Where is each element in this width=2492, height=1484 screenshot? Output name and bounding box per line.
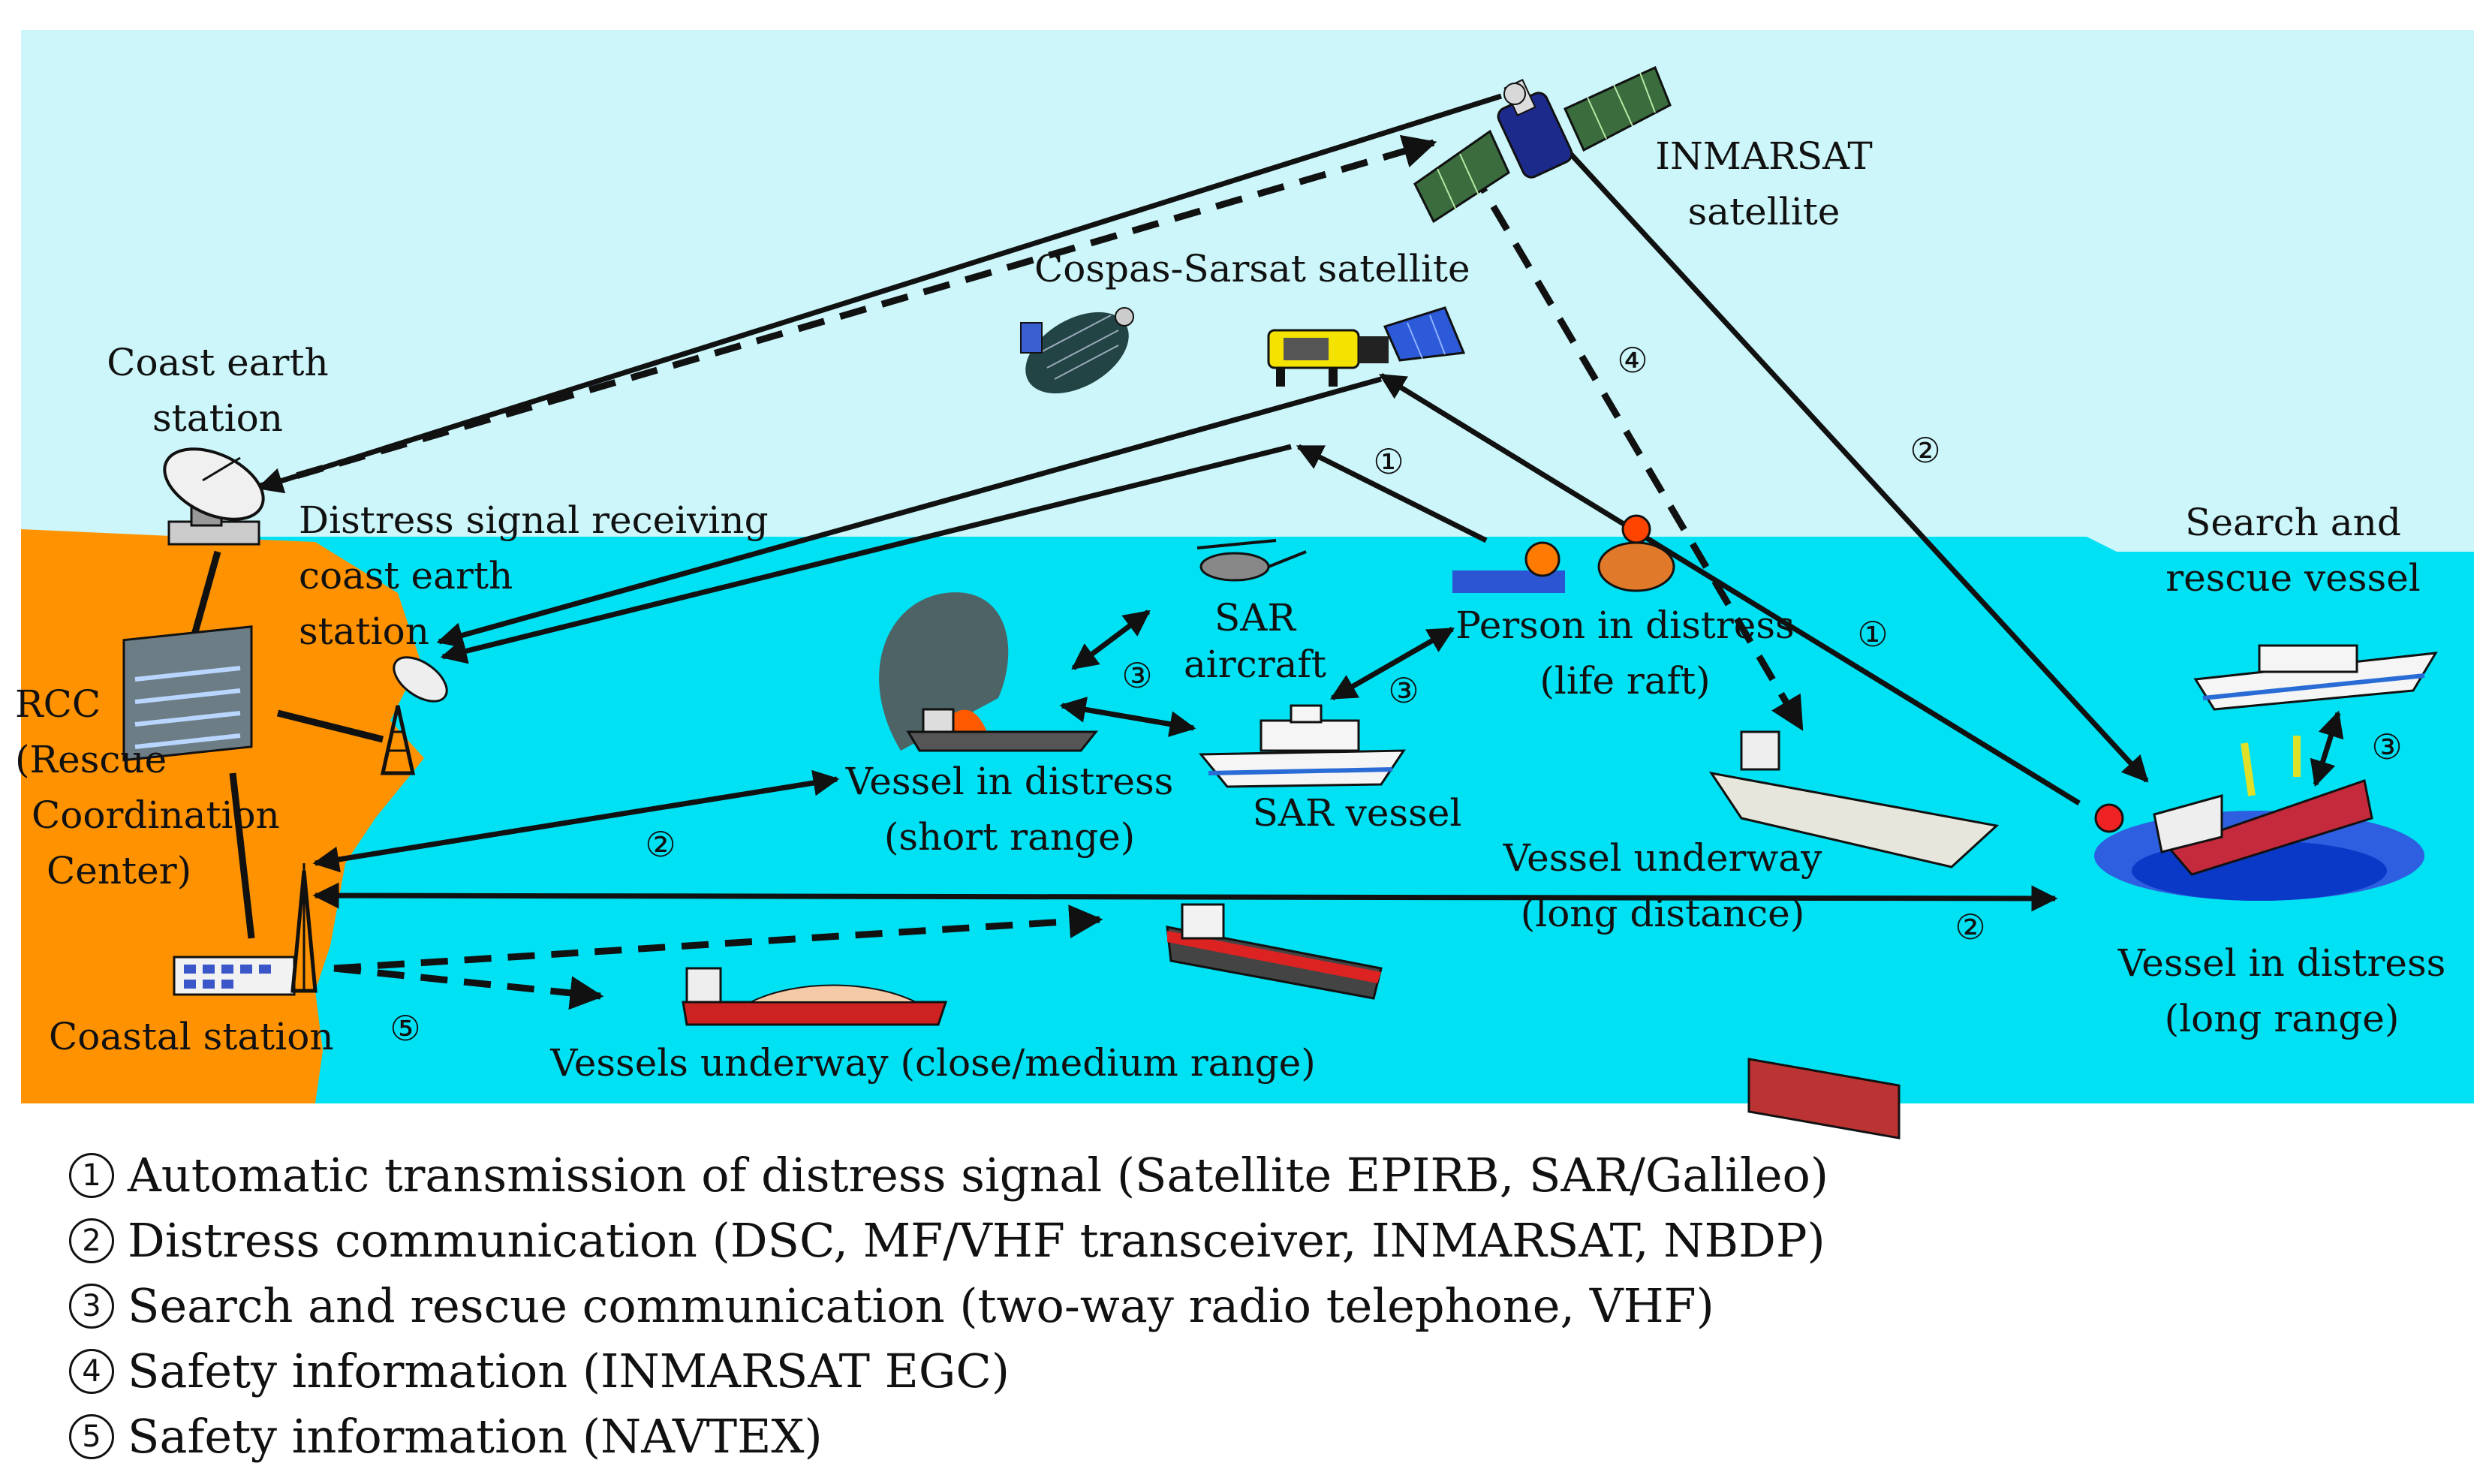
link-liferaft-cospas-relay <box>1296 444 1488 543</box>
legend: 1 Automatic transmission of distress sign… <box>69 1142 1828 1469</box>
legend-item: 1 Automatic transmission of distress sign… <box>69 1142 1828 1208</box>
sar-aircraft <box>1196 539 1307 582</box>
marker-2-inmarsat: ② <box>1910 430 1940 471</box>
links-solid <box>188 93 2344 939</box>
legend-text: Safety information (NAVTEX) <box>128 1409 823 1464</box>
coast-earth-station-dish <box>163 447 265 546</box>
link-relay-distress-station <box>440 444 1292 664</box>
link-rescue-vessel-long <box>2310 710 2344 787</box>
link-inmarsat-coast-earth <box>256 93 1503 494</box>
marker-1-long: ① <box>1857 614 1888 655</box>
link-coastal-vessel-long <box>312 882 2058 912</box>
markers: ④ ② ① ① ③ ③ ③ ② ② ⑤ <box>390 340 2402 1049</box>
link-vessel-long-cospas <box>1379 373 2081 805</box>
label-vessel-underway-long: Vessel underway(long distance) <box>1503 836 1822 935</box>
dash-coastal-vessel-close <box>333 965 604 1010</box>
legend-text: Search and rescue communication (two-way… <box>128 1278 1714 1333</box>
marker-1-cospas: ① <box>1373 441 1404 482</box>
legend-text: Safety information (INMARSAT EGC) <box>128 1344 1010 1398</box>
sar-vessel <box>1198 704 1406 788</box>
legend-item: 4 Safety information (INMARSAT EGC) <box>69 1338 1828 1404</box>
search-rescue-vessel <box>2193 644 2438 711</box>
marker-2-long: ② <box>1955 907 1985 947</box>
vessel-short-range <box>879 592 1099 752</box>
links-dashed <box>254 134 1804 1010</box>
cospas-satellite-right <box>1267 306 1466 387</box>
cospas-satellite-left <box>1020 307 1134 394</box>
life-raft <box>1452 514 1675 593</box>
rcc-building <box>122 625 253 762</box>
label-sar-vessel: SAR vessel <box>1253 791 1462 835</box>
legend-number: 4 <box>69 1348 114 1394</box>
label-vessel-short: Vessel in distress(short range) <box>845 760 1174 859</box>
legend-number: 1 <box>69 1152 114 1198</box>
link-sar-vessel-liferaft <box>1329 626 1455 701</box>
vessel-long-range <box>2094 736 2424 901</box>
dash-inmarsat-vessel-underway <box>1468 167 1804 731</box>
link-rcc-coastal <box>229 772 255 939</box>
link-vessel-short-sar-vessel <box>1059 697 1196 737</box>
legend-text: Automatic transmission of distress signa… <box>128 1148 1829 1203</box>
marker-3-aircraft: ③ <box>1121 655 1152 696</box>
label-vessels-close: Vessels underway (close/medium range) <box>549 1041 1315 1085</box>
sea-area <box>21 537 2474 1103</box>
legend-item: 5 Safety information (NAVTEX) <box>69 1404 1828 1469</box>
link-cospas-distress-station <box>436 376 1382 649</box>
link-vessel-short-aircraft <box>1071 610 1151 670</box>
marker-4: ④ <box>1617 340 1648 381</box>
coastal-station <box>173 863 318 996</box>
legend-number: 2 <box>69 1218 114 1263</box>
label-coastal-station: Coastal station <box>49 1015 334 1058</box>
marker-3-rescue: ③ <box>2371 727 2402 767</box>
link-coastal-vessel-short <box>312 769 840 873</box>
tanker-ship <box>1166 903 1383 1000</box>
label-cospas: Cospas-Sarsat satellite <box>1034 247 1470 290</box>
dash-coast-earth-inmarsat <box>254 134 1437 492</box>
label-vessel-long: Vessel in distress(long range) <box>2117 941 2446 1040</box>
inmarsat-satellite <box>1413 65 1672 224</box>
land-area <box>21 529 424 1103</box>
label-person-distress: Person in distress(life raft) <box>1455 604 1794 703</box>
link-rcc-tower <box>276 709 384 743</box>
marker-2-short: ② <box>645 824 676 865</box>
link-inmarsat-vessel-long <box>1548 129 2149 783</box>
cargo-ship <box>682 967 948 1026</box>
marker-5: ⑤ <box>390 1008 420 1049</box>
legend-number: 5 <box>69 1413 114 1459</box>
distress-receiving-antenna <box>380 656 448 775</box>
legend-item: 3 Search and rescue communication (two-wa… <box>69 1273 1828 1338</box>
link-coast-earth-rcc <box>188 550 221 647</box>
legend-item: 2 Distress communication (DSC, MF/VHF tra… <box>69 1208 1828 1273</box>
legend-text: Distress communication (DSC, MF/VHF tran… <box>128 1213 1825 1268</box>
legend-number: 3 <box>69 1283 114 1329</box>
marker-3-sar: ③ <box>1388 670 1419 711</box>
container-ship <box>1708 730 2000 1139</box>
